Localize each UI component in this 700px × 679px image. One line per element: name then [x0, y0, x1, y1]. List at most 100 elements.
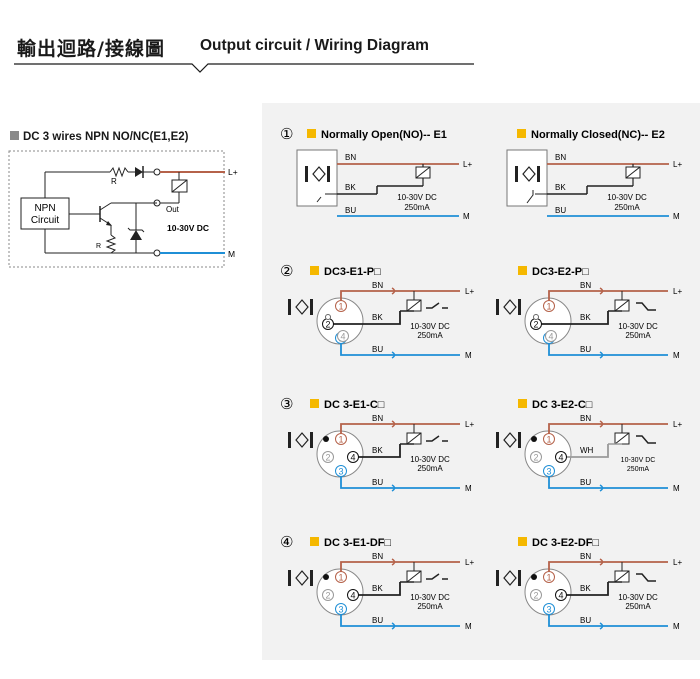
current-label: 250mA: [404, 203, 430, 212]
schematic-frame: [8, 150, 225, 268]
pin-1-label: 1: [338, 302, 343, 312]
current-label: 250mA: [625, 331, 651, 340]
fork-mark: [391, 351, 396, 359]
yellow-square-icon: [518, 537, 527, 546]
pin-3-circle: [543, 603, 555, 615]
pin-1-circle: [543, 300, 555, 312]
switch-no-icon: [426, 435, 440, 442]
voltage-label: 10-30V DC: [410, 322, 450, 331]
internal-switch-no: [316, 196, 322, 203]
sensor-diamond: [312, 166, 326, 182]
sensor-diamond: [503, 299, 517, 315]
bu-label: BU: [372, 616, 383, 625]
pin-3-circle: [543, 465, 555, 477]
pin-4-circle: [347, 589, 359, 601]
pin-2-label: 2: [325, 320, 330, 330]
sensor-diamond: [295, 432, 309, 448]
diagram-title: DC3-E2-P□: [532, 266, 589, 278]
pin-2-label: 2: [325, 591, 330, 601]
output-label: BK: [372, 313, 383, 322]
section-number: ③: [280, 396, 293, 413]
bu-wire: [340, 471, 460, 489]
sensor-diamond: [522, 166, 536, 182]
diode-icon: [135, 167, 143, 177]
connector-key: [323, 574, 329, 580]
diagram-title: DC 3-E2-C□: [532, 399, 593, 411]
current-label: 250mA: [625, 602, 651, 611]
sensor-icon: [288, 570, 313, 586]
lplus-label: L+: [465, 558, 474, 567]
pin-4-label: 4: [350, 453, 355, 463]
connector-face: [524, 568, 572, 616]
sensor-face: [310, 570, 313, 586]
output-wire: [561, 582, 609, 596]
circuit-label: Circuit: [31, 215, 60, 226]
bn-wire: [340, 423, 460, 439]
bu-wire: [340, 338, 460, 356]
pin-4-circle: [347, 451, 359, 463]
sensor-icon: [515, 166, 540, 182]
bn-label: BN: [580, 414, 591, 423]
pin-1-label: 1: [546, 573, 551, 583]
pin-4-circle: [555, 451, 567, 463]
bn-wire: [340, 290, 460, 306]
lplus-label: L+: [465, 287, 474, 296]
current-label: 250mA: [417, 602, 443, 611]
bu-label: BU: [345, 206, 356, 215]
bn-label: BN: [372, 414, 383, 423]
lplus-label: L+: [673, 558, 682, 567]
lplus-label: L+: [463, 160, 472, 169]
load-slash: [415, 166, 431, 179]
voltage-label: 10-30V DC: [410, 455, 450, 464]
sensor-diamond: [295, 299, 309, 315]
connector-face: [316, 568, 364, 616]
pin-1-circle: [335, 571, 347, 583]
bu-label: BU: [372, 478, 383, 487]
current-label: 250mA: [417, 464, 443, 473]
pin-2-label: 2: [533, 320, 538, 330]
load-slash: [614, 432, 630, 445]
sensor-face: [518, 432, 521, 448]
output-label: BK: [372, 584, 383, 593]
bu-wire: [548, 609, 668, 627]
sensor-face: [496, 299, 499, 315]
sensor-face: [518, 299, 521, 315]
pin-3-label: 3: [338, 467, 343, 477]
pin-4-label: 4: [558, 453, 563, 463]
sensor-icon: [496, 570, 521, 586]
output-wire: [353, 582, 401, 596]
switch-no-icon: [426, 573, 440, 580]
sensor-face: [288, 299, 291, 315]
pin-3-circle: [335, 603, 347, 615]
fork-mark: [391, 420, 396, 428]
m-label: M: [228, 249, 235, 259]
bu-wire: [548, 471, 668, 489]
zener-icon: [130, 230, 142, 240]
m-label: M: [673, 212, 680, 221]
pin-2-label: 2: [533, 453, 538, 463]
bk-label: BK: [555, 183, 566, 192]
pin-1-label: 1: [338, 573, 343, 583]
sensor-icon: [496, 432, 521, 448]
pin-1-circle: [543, 433, 555, 445]
load-slash: [614, 299, 630, 312]
pin-4-label: 4: [548, 332, 553, 342]
sensor-diamond: [503, 570, 517, 586]
lplus-label: L+: [228, 167, 238, 177]
pin-1-circle: [335, 433, 347, 445]
fork-mark: [599, 558, 604, 566]
fork-mark: [599, 622, 604, 630]
diagram-title: DC 3-E2-DF□: [532, 537, 600, 549]
output-wire: [536, 311, 609, 325]
connector-key: [323, 436, 329, 442]
switch-nc-icon: [636, 573, 656, 582]
fork-mark: [391, 287, 396, 295]
current-label: 250mA: [627, 466, 650, 473]
header: 輸出迴路/接線圖 Output circuit / Wiring Diagram: [0, 0, 700, 80]
pin-4-label: 4: [350, 591, 355, 601]
switch-no-icon: [426, 302, 440, 309]
